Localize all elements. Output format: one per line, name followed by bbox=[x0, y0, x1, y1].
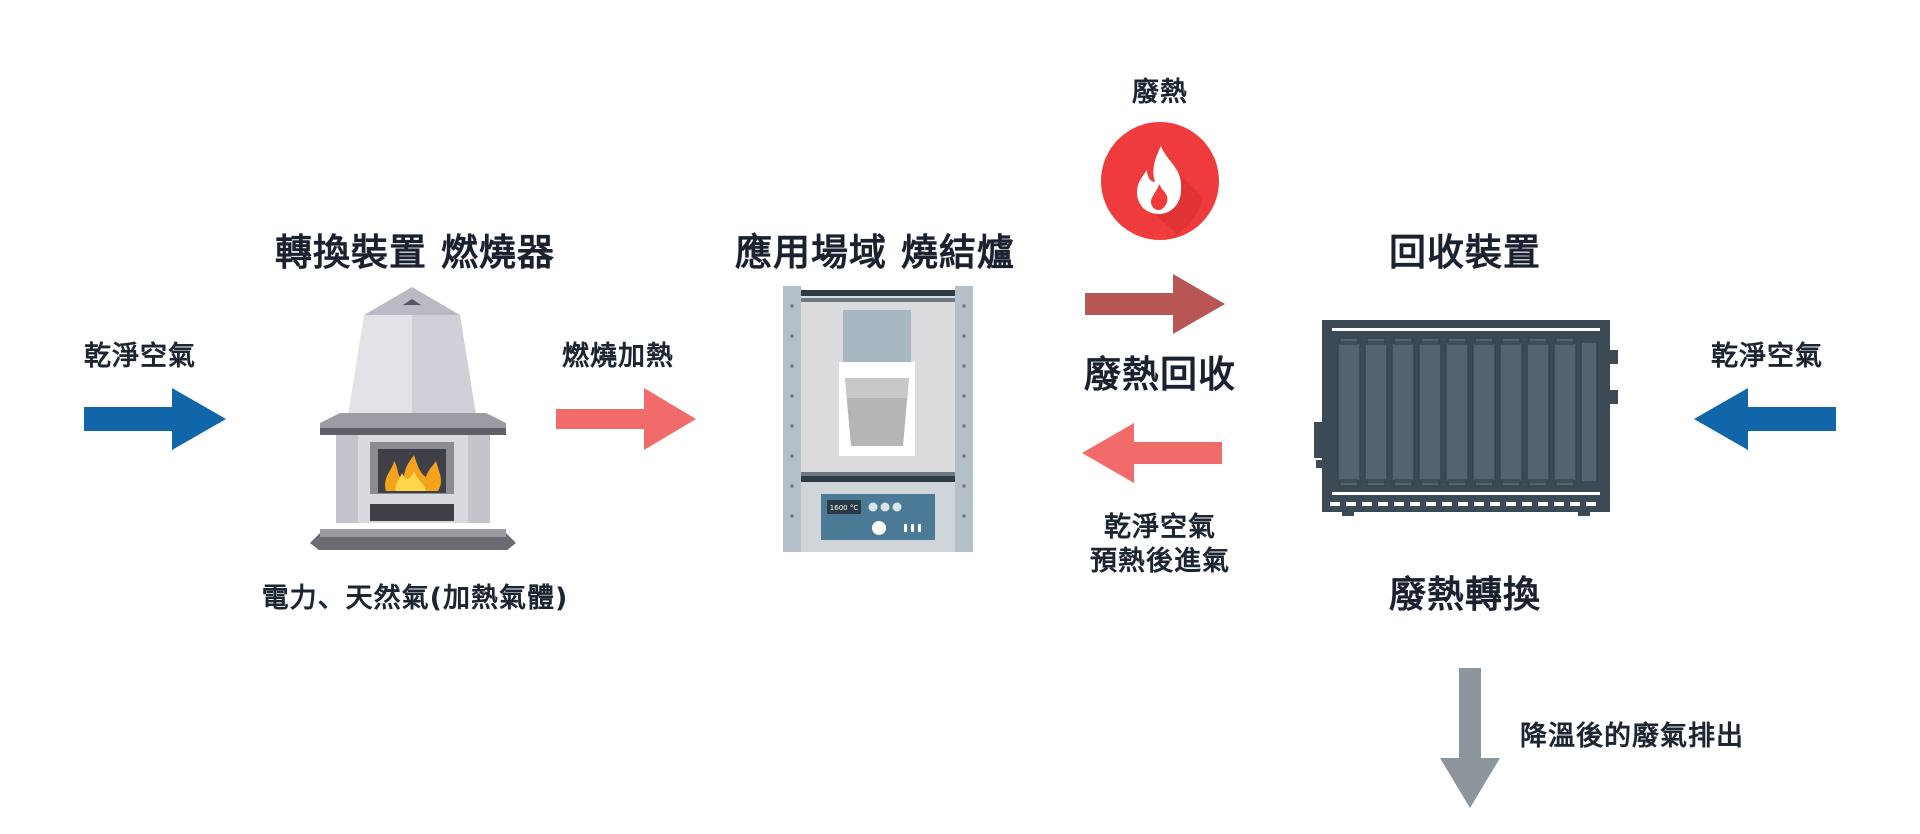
heat-exchanger-icon bbox=[1314, 320, 1618, 516]
burner-fuel-label: 電力、天然氣(加熱氣體) bbox=[261, 583, 569, 614]
flame-icon bbox=[1101, 122, 1219, 240]
heating-arrow bbox=[556, 388, 696, 450]
preheated-air-arrow bbox=[1082, 423, 1222, 483]
furnace-temperature-display: 1600 °C bbox=[830, 504, 859, 512]
waste-heat-conversion-label: 廢熱轉換 bbox=[1389, 573, 1541, 616]
clean-air-label-left: 乾淨空氣 bbox=[84, 341, 196, 372]
furnace-icon: 1600 °C bbox=[783, 286, 973, 552]
waste-heat-label: 廢熱 bbox=[1132, 77, 1188, 108]
preheated-air-line2: 預熱後進氣 bbox=[1090, 546, 1230, 577]
waste-heat-recovery-arrow bbox=[1085, 274, 1225, 334]
burner-title: 轉換裝置 燃燒器 bbox=[275, 231, 555, 274]
clean-air-arrow-left bbox=[84, 388, 226, 450]
clean-air-arrow-right bbox=[1694, 388, 1836, 450]
waste-heat-recovery-label: 廢熱回收 bbox=[1084, 353, 1236, 396]
burner-icon bbox=[310, 287, 516, 550]
recovery-device-title: 回收裝置 bbox=[1389, 231, 1541, 274]
combustion-heating-label: 燃燒加熱 bbox=[562, 341, 674, 372]
exhaust-arrow bbox=[1440, 668, 1500, 808]
clean-air-label-right: 乾淨空氣 bbox=[1711, 341, 1823, 372]
furnace-title: 應用場域 燒結爐 bbox=[735, 231, 1015, 274]
preheated-air-line1: 乾淨空氣 bbox=[1104, 512, 1216, 543]
exhaust-label: 降溫後的廢氣排出 bbox=[1520, 721, 1744, 752]
